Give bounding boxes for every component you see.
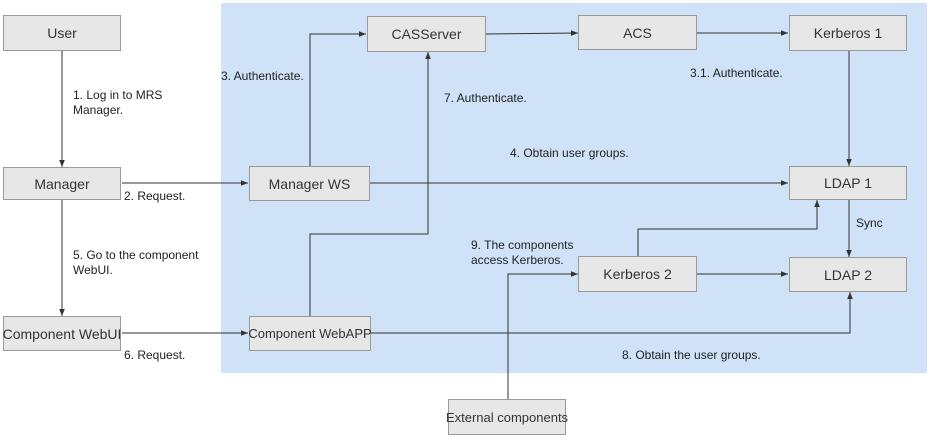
authenticate-step31-label: 3.1. Authenticate. (690, 66, 783, 80)
obtain-groups-step4-label: 4. Obtain user groups. (510, 146, 629, 160)
kerberos1-node: Kerberos 1 (789, 15, 907, 51)
casserver-node: CASServer (367, 16, 486, 52)
arrow-webapp-to-ldap2 (371, 292, 853, 334)
sync-label: Sync (856, 216, 883, 230)
acs-node: ACS (578, 15, 697, 50)
goto-webui-step5-label: 5. Go to the component WebUI. (73, 248, 199, 277)
manager-ws-node: Manager WS (249, 166, 370, 201)
component-webui-node: Component WebUI (3, 316, 121, 351)
obtain-groups-step8-label: 8. Obtain the user groups. (622, 348, 761, 362)
kerberos2-node: Kerberos 2 (578, 256, 697, 292)
login-step-label: 1. Log in to MRS Manager. (73, 88, 163, 117)
request-step2-label: 2. Request. (124, 189, 186, 203)
components-access-step9-label: 9. The components access Kerberos. (471, 238, 574, 267)
arrow-external-to-kerberos2 (507, 271, 578, 399)
request-step6-label: 6. Request. (124, 348, 186, 362)
authenticate-step7-label: 7. Authenticate. (444, 91, 527, 105)
ldap2-node: LDAP 2 (789, 257, 907, 292)
external-components-node: External components (446, 399, 568, 435)
arrow-kerberos2-to-ldap1 (637, 200, 820, 256)
arrow-webapp-to-casserver (309, 52, 431, 316)
authenticate-step3-label: 3. Authenticate. (221, 69, 304, 83)
manager-node: Manager (3, 167, 121, 200)
ldap1-node: LDAP 1 (789, 166, 907, 200)
arrow-managerws-to-casserver (309, 31, 366, 166)
user-node: User (3, 15, 121, 51)
component-webapp-node: Component WebAPP (248, 316, 372, 351)
arrow-casserver-to-acs (485, 30, 579, 36)
